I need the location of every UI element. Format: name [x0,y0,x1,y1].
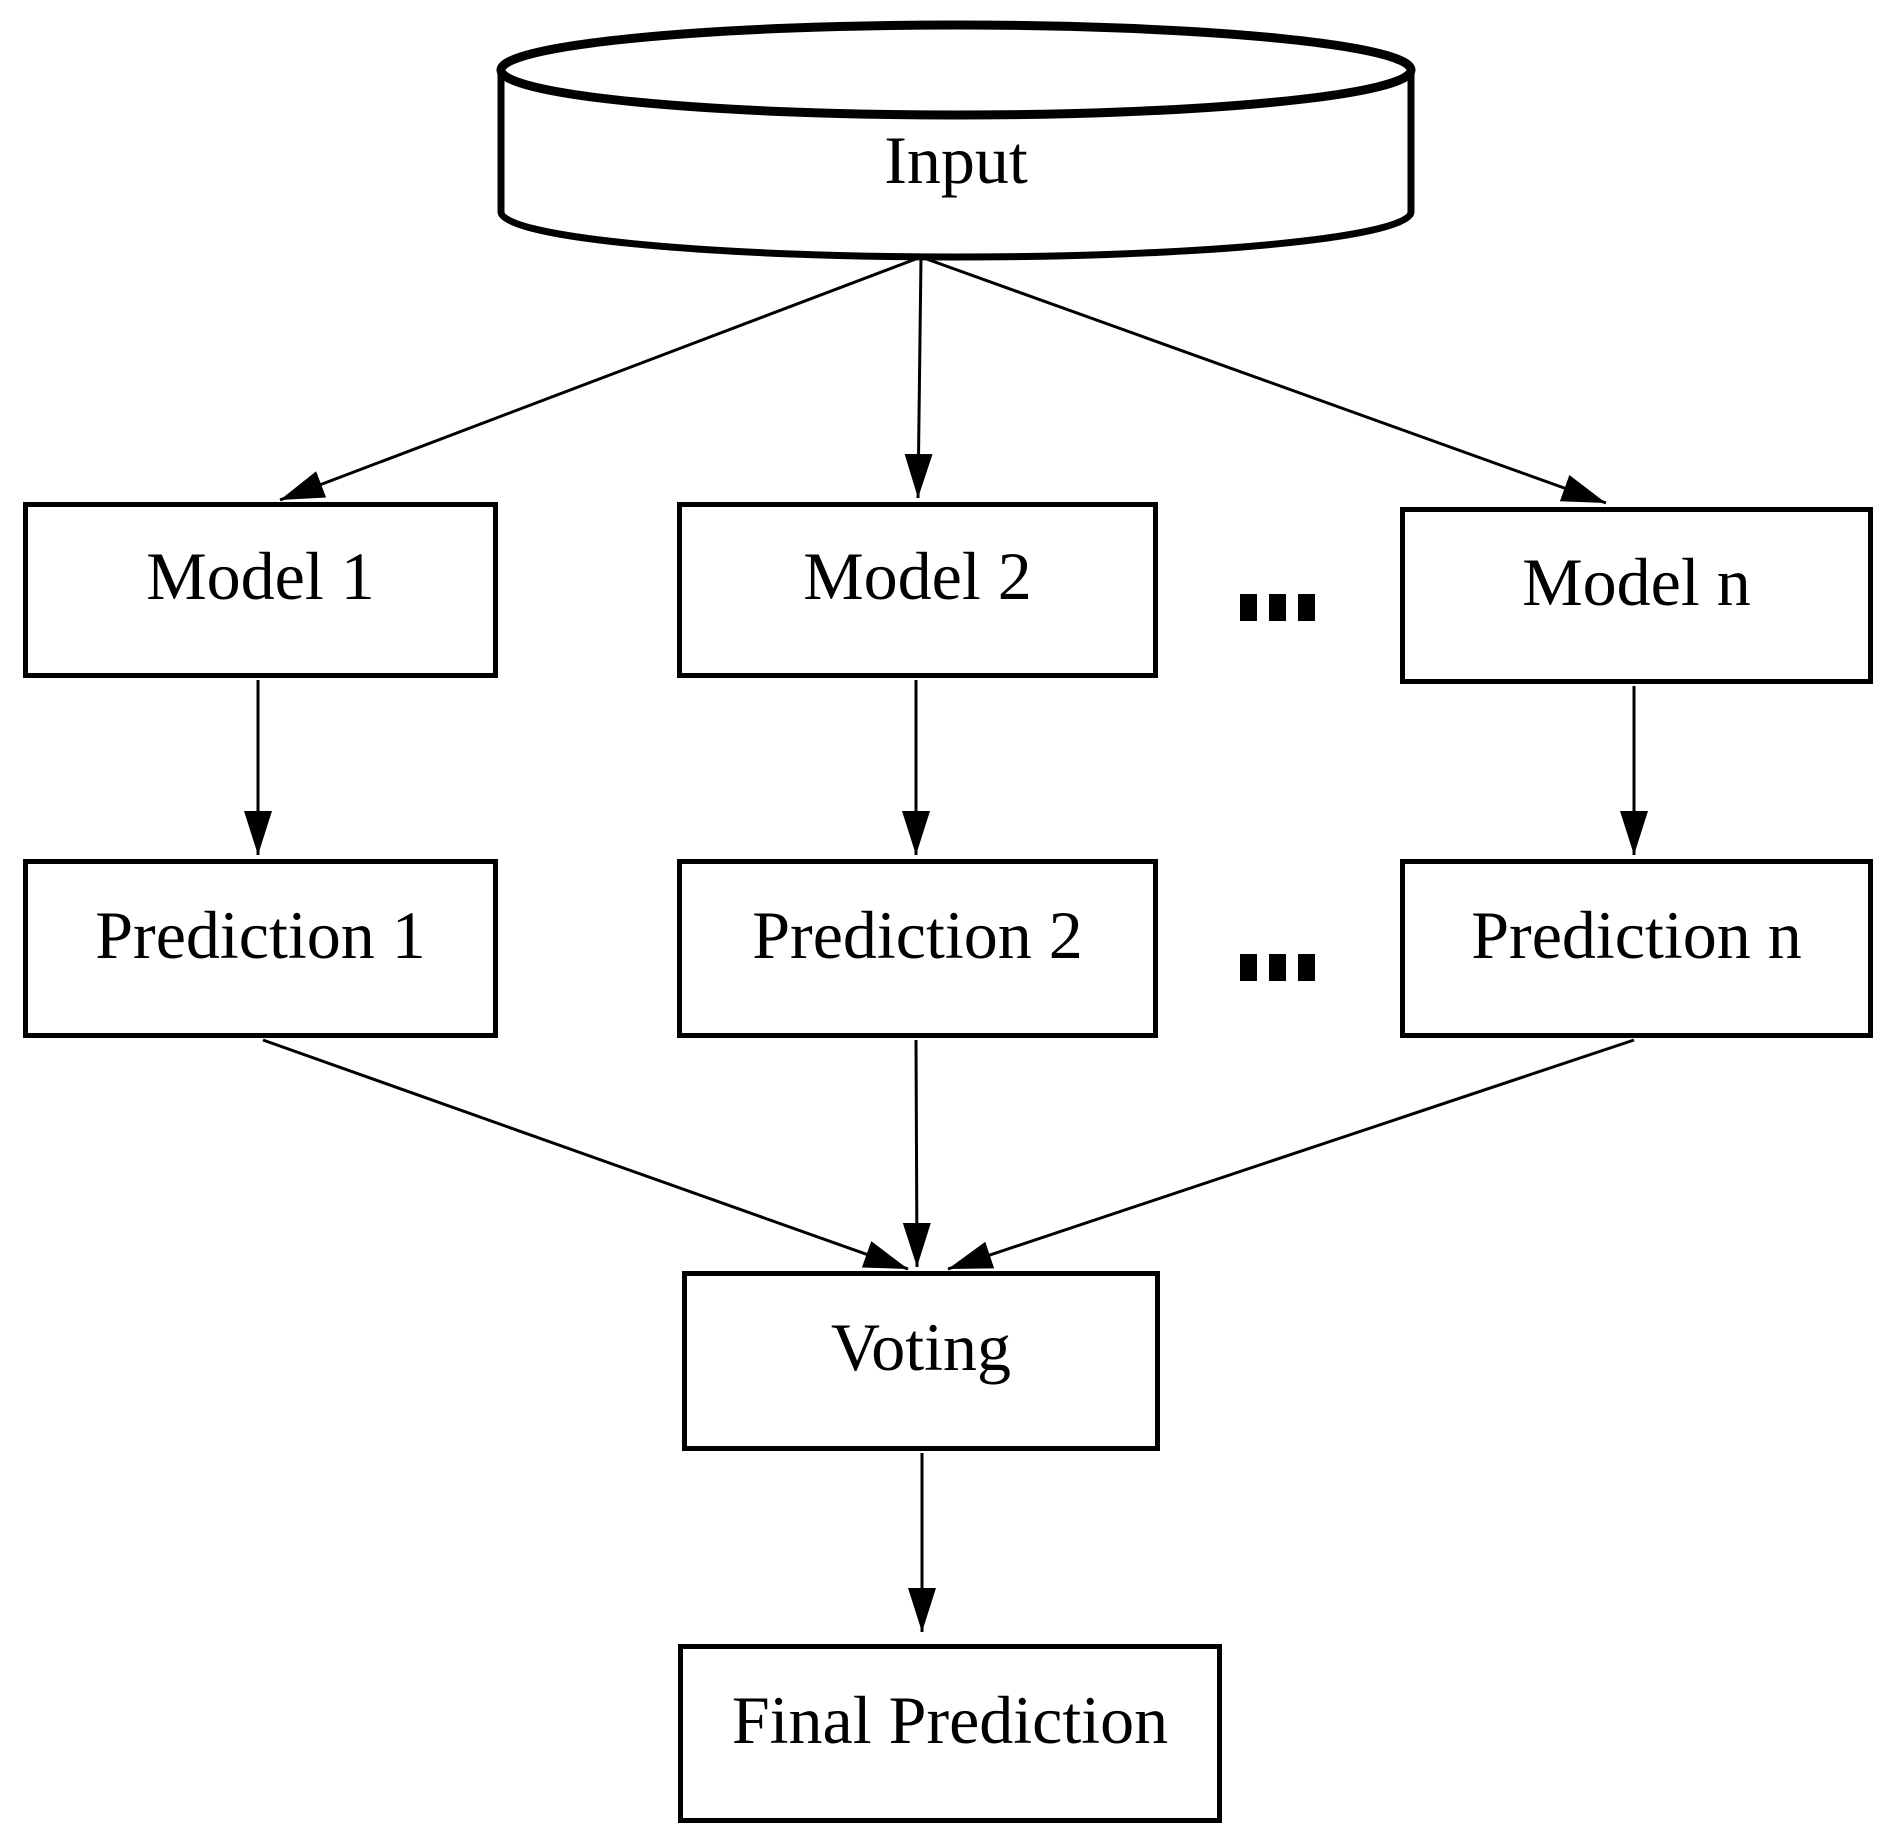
models-ellipsis-icon [1240,594,1315,621]
model-1-box: Model 1 [23,502,498,678]
prediction-1-box: Prediction 1 [23,859,498,1038]
model-2-label: Model 2 [803,538,1032,614]
prediction-1-label: Prediction 1 [95,896,426,973]
dot [1269,594,1286,621]
prediction-n-label: Prediction n [1471,896,1802,973]
input-label: Input [884,122,1028,198]
model-n-label: Model n [1522,543,1751,620]
final-prediction-label: Final Prediction [731,1681,1169,1758]
dot [1240,594,1257,621]
voting-box: Voting [682,1271,1160,1451]
input-cylinder-shape [496,20,1416,261]
voting-label: Voting [830,1309,1012,1385]
predictions-ellipsis-icon [1240,954,1315,981]
dot [1298,594,1315,621]
dot [1269,954,1286,981]
arrow-prediction-2-to-voting [902,1039,931,1268]
arrow-input-to-model-n [920,255,1607,505]
arrow-prediction-1-to-voting [262,1038,909,1271]
arrow-input-to-model-1 [279,255,922,502]
prediction-n-box: Prediction n [1400,859,1873,1038]
final-prediction-box: Final Prediction [678,1644,1222,1823]
arrow-prediction-n-to-voting [947,1038,1635,1271]
prediction-2-label: Prediction 2 [752,896,1083,973]
input-cylinder: Input [501,25,1411,257]
dot [1240,954,1257,981]
model-2-box: Model 2 [677,502,1158,678]
dot [1298,954,1315,981]
model-1-label: Model 1 [146,538,375,614]
model-n-box: Model n [1400,507,1873,684]
arrow-input-to-model-2 [904,256,933,499]
prediction-2-box: Prediction 2 [677,859,1158,1038]
